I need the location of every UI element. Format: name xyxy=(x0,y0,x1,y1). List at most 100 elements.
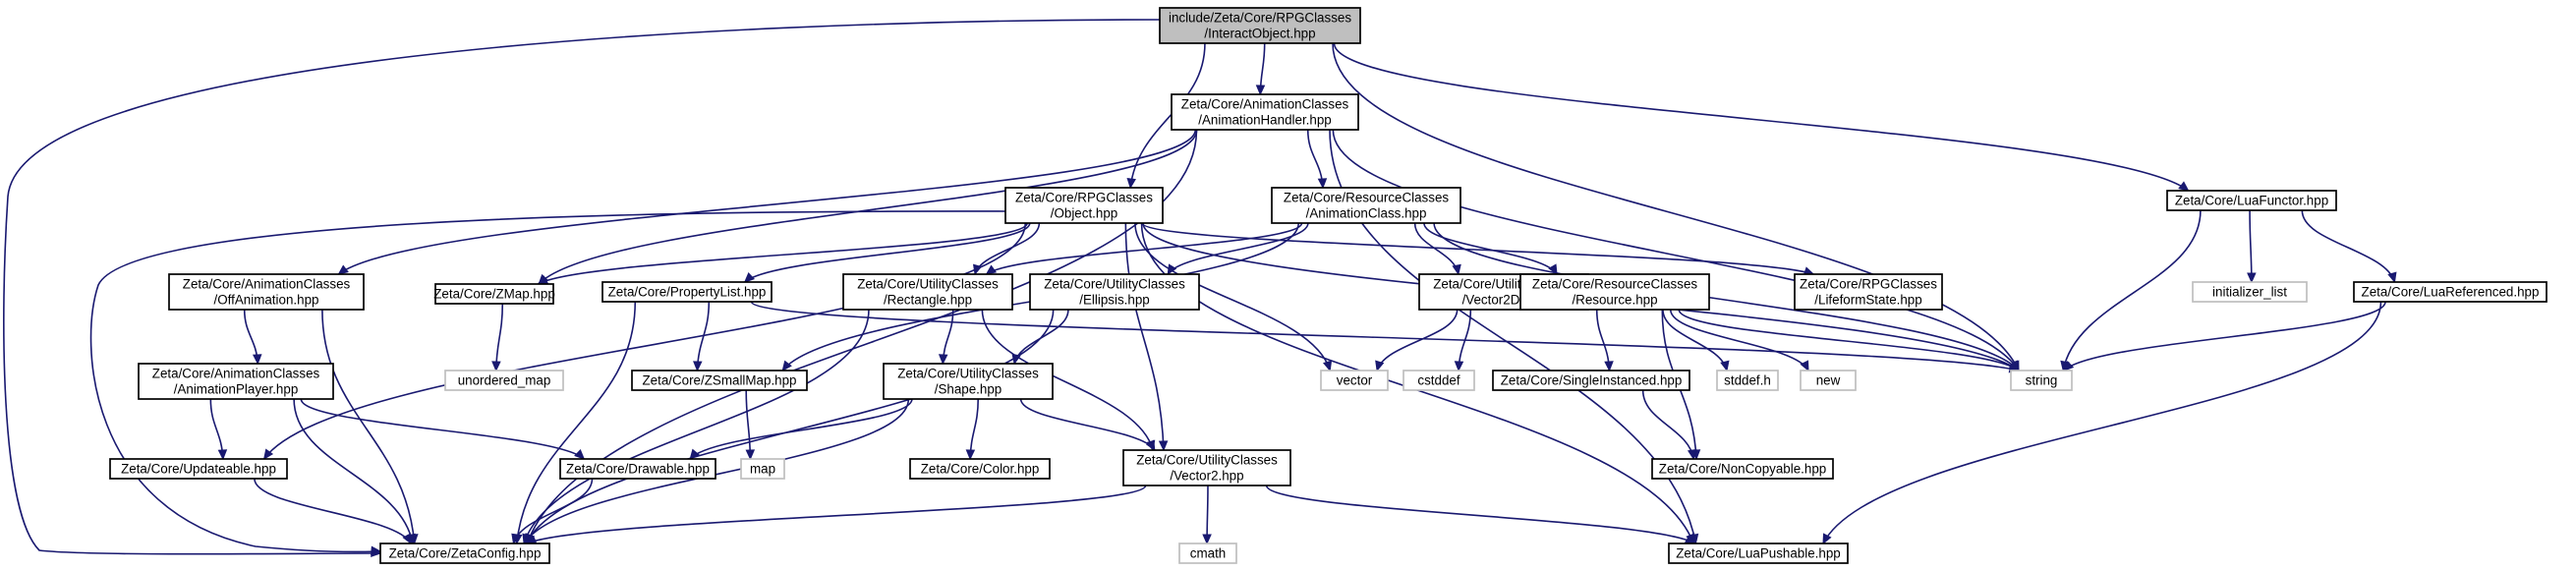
edge-object-to-property-list xyxy=(743,222,1031,283)
edge-shape-to-color xyxy=(965,398,980,461)
node-lifeform-state[interactable]: Zeta/Core/RPGClasses/LifeformState.hpp xyxy=(1794,273,1943,311)
node-object[interactable]: Zeta/Core/RPGClasses/Object.hpp xyxy=(1004,187,1164,224)
edge-vector2-to-lua-pushable xyxy=(1265,485,1696,544)
node-label: Zeta/Core/AnimationClasses xyxy=(183,277,351,292)
node-box xyxy=(1800,370,1857,391)
edge-arrowhead xyxy=(1255,85,1266,96)
node-off-animation[interactable]: Zeta/Core/AnimationClasses/OffAnimation.… xyxy=(168,273,365,311)
edge-resource-to-stddef xyxy=(1662,309,1730,372)
node-label: Zeta/Core/ResourceClasses xyxy=(1532,277,1697,292)
node-map: map xyxy=(740,458,785,480)
node-zmap[interactable]: Zeta/Core/ZMap.hpp xyxy=(433,283,555,305)
node-label: Zeta/Core/AnimationClasses xyxy=(152,367,320,381)
edge-line xyxy=(2249,209,2253,283)
node-stddef: stddef.h xyxy=(1716,370,1779,391)
node-ellipsis[interactable]: Zeta/Core/UtilityClasses/Ellipsis.hpp xyxy=(1029,273,1200,311)
edge-zmap-to-unordered-map xyxy=(491,303,504,372)
edge-line xyxy=(750,301,2020,371)
node-single-instanced[interactable]: Zeta/Core/SingleInstanced.hpp xyxy=(1492,370,1690,391)
node-box xyxy=(1271,187,1461,224)
edge-arrowhead xyxy=(2008,361,2020,371)
node-label: /Object.hpp xyxy=(1051,206,1117,221)
edge-arrowhead xyxy=(1322,360,1333,372)
node-animation-player[interactable]: Zeta/Core/AnimationClasses/AnimationPlay… xyxy=(138,363,334,400)
node-unordered-map: unordered_map xyxy=(444,370,564,391)
node-updateable[interactable]: Zeta/Core/Updateable.hpp xyxy=(109,458,288,480)
edge-line xyxy=(321,309,416,544)
edge-resource-to-string xyxy=(1678,309,2020,371)
node-lua-referenced[interactable]: Zeta/Core/LuaReferenced.hpp xyxy=(2353,281,2547,303)
node-box xyxy=(2192,281,2308,303)
edge-ellipsis-to-shape xyxy=(1011,309,1069,366)
node-label: Zeta/Core/LuaPushable.hpp xyxy=(1676,546,1841,561)
node-label: Zeta/Core/RPGClasses xyxy=(1800,277,1937,292)
node-cmath: cmath xyxy=(1178,542,1237,564)
edge-lua-referenced-to-lua-pushable xyxy=(1822,301,2382,545)
edge-vector2-to-zeta-config xyxy=(525,485,1147,544)
node-noncopyable[interactable]: Zeta/Core/NonCopyable.hpp xyxy=(1651,458,1834,480)
node-box xyxy=(1178,542,1237,564)
edge-arrowhead xyxy=(1126,178,1136,190)
edge-arrowhead xyxy=(781,360,792,371)
edge-arrowhead xyxy=(743,272,755,283)
node-interact-object[interactable]: include/Zeta/Core/RPGClasses/InteractObj… xyxy=(1159,7,1361,44)
node-lua-pushable[interactable]: Zeta/Core/LuaPushable.hpp xyxy=(1668,542,1849,564)
node-lua-functor[interactable]: Zeta/Core/LuaFunctor.hpp xyxy=(2166,190,2337,211)
edge-lua-functor-to-lua-referenced xyxy=(2301,209,2397,284)
edge-property-list-to-string xyxy=(750,301,2021,373)
edge-arrowhead xyxy=(1158,440,1169,452)
edge-line xyxy=(526,485,1147,544)
edge-arrowhead xyxy=(2247,272,2257,284)
edge-line xyxy=(986,222,1303,275)
edge-arrowhead xyxy=(2063,360,2075,371)
node-zsmallmap[interactable]: Zeta/Core/ZSmallMap.hpp xyxy=(631,370,808,391)
edge-single-instanced-to-noncopyable xyxy=(1641,389,1697,461)
node-rectangle[interactable]: Zeta/Core/UtilityClasses/Rectangle.hpp xyxy=(842,273,1013,311)
node-box xyxy=(1402,370,1475,391)
node-label: /Shape.hpp xyxy=(935,382,1002,397)
edge-line xyxy=(523,398,910,544)
edge-vector2d-to-vector xyxy=(1375,309,1459,372)
node-box xyxy=(1122,449,1291,486)
node-label: /InteractObject.hpp xyxy=(1204,27,1315,41)
edge-line xyxy=(745,389,752,460)
node-animation-class[interactable]: Zeta/Core/ResourceClasses/AnimationClass… xyxy=(1271,187,1461,224)
edge-line xyxy=(263,222,1027,460)
node-box xyxy=(2166,190,2337,211)
edge-line xyxy=(1641,389,1694,460)
edge-property-list-to-zsmallmap xyxy=(693,301,711,372)
node-resource[interactable]: Zeta/Core/ResourceClasses/Resource.hpp xyxy=(1519,273,1710,311)
node-property-list[interactable]: Zeta/Core/PropertyList.hpp xyxy=(601,281,773,303)
node-drawable[interactable]: Zeta/Core/Drawable.hpp xyxy=(559,458,716,480)
edge-line xyxy=(1669,309,1809,371)
node-vector2[interactable]: Zeta/Core/UtilityClasses/Vector2.hpp xyxy=(1122,449,1291,486)
node-box xyxy=(842,273,1013,311)
edge-resource-to-new xyxy=(1669,309,1809,372)
edge-line xyxy=(1423,222,1558,275)
node-label: Zeta/Core/PropertyList.hpp xyxy=(608,285,767,300)
edge-arrowhead xyxy=(1548,263,1558,276)
node-label: Zeta/Core/ResourceClasses xyxy=(1284,191,1449,205)
node-box xyxy=(559,458,716,480)
edge-arrowhead xyxy=(965,449,976,461)
node-label: Zeta/Core/Drawable.hpp xyxy=(566,462,710,477)
node-zeta-config[interactable]: Zeta/Core/ZetaConfig.hpp xyxy=(379,542,550,564)
edge-object-to-vector xyxy=(1134,222,1333,372)
edge-line xyxy=(1141,222,1814,275)
node-label: Zeta/Core/ZMap.hpp xyxy=(433,287,555,302)
node-box xyxy=(1668,542,1849,564)
dependency-nodes: include/Zeta/Core/RPGClasses/InteractObj… xyxy=(109,7,2547,564)
node-shape[interactable]: Zeta/Core/UtilityClasses/Shape.hpp xyxy=(883,363,1054,400)
node-color[interactable]: Zeta/Core/Color.hpp xyxy=(909,458,1051,480)
edge-arrowhead xyxy=(402,533,412,545)
edge-line xyxy=(523,309,870,544)
node-animation-handler[interactable]: Zeta/Core/AnimationClasses/AnimationHand… xyxy=(1171,93,1359,131)
edge-arrowhead xyxy=(262,448,274,461)
edge-animation-class-to-vector2d xyxy=(1413,222,1461,276)
edge-line xyxy=(293,398,414,544)
edge-animation-handler-to-off-animation xyxy=(337,129,1197,275)
node-vector: vector xyxy=(1320,370,1389,391)
edge-interact-object-to-animation-handler xyxy=(1255,42,1266,96)
edge-arrowhead xyxy=(524,533,534,545)
edge-line xyxy=(3,19,1161,555)
